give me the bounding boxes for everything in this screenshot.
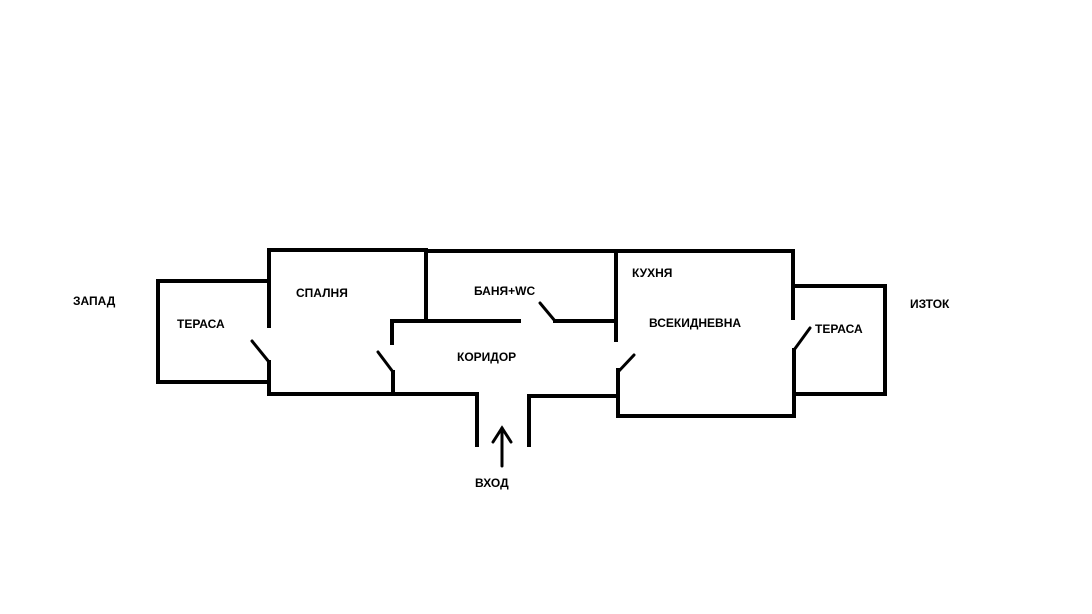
label-east: ИЗТОК: [910, 297, 950, 311]
label-entrance: ВХОД: [475, 476, 509, 490]
label-bedroom: СПАЛНЯ: [296, 286, 348, 300]
label-living-room: ВСЕКИДНЕВНА: [649, 316, 741, 330]
entrance-arrow: [491, 425, 513, 468]
bedroom-walls: [267, 248, 428, 396]
bathroom-walls: [390, 249, 618, 345]
doors: [250, 301, 812, 374]
label-terrace-east: ТЕРАСА: [815, 322, 863, 336]
label-terrace-west: ТЕРАСА: [177, 317, 225, 331]
door-living-room: [616, 353, 636, 374]
label-west: ЗАПАД: [73, 294, 116, 308]
terrace-west-walls: [156, 279, 271, 384]
door-bedroom: [376, 350, 395, 374]
living-room-walls: [614, 249, 796, 418]
door-terrace-west: [250, 339, 271, 364]
label-bathroom: БАНЯ+WC: [474, 284, 535, 298]
terrace-east-walls: [791, 284, 887, 396]
corridor-walls: [391, 370, 620, 447]
label-corridor: КОРИДОР: [457, 350, 516, 364]
door-bathroom: [538, 301, 557, 323]
label-kitchen: КУХНЯ: [632, 266, 672, 280]
door-terrace-east: [792, 326, 812, 352]
